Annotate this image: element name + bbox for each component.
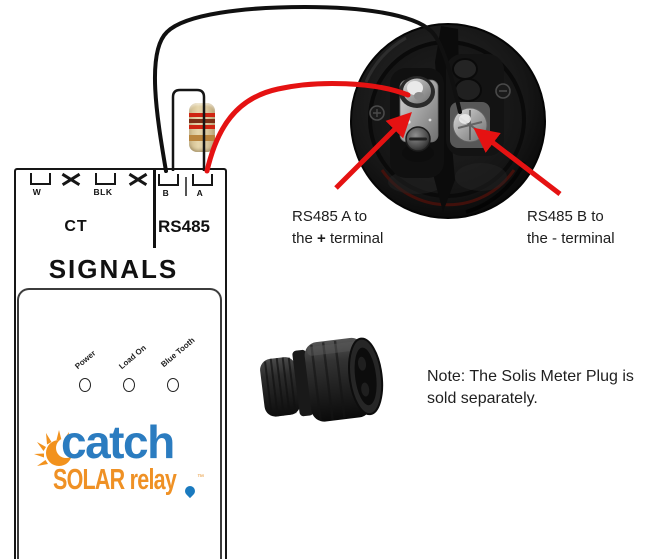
terminal-cross-icon (61, 172, 81, 186)
callout-rs485-a: RS485 A to the + terminal (292, 208, 384, 247)
load-on-led (123, 378, 135, 392)
section-label-rs485: RS485 (158, 217, 210, 236)
meter-plug-graphic (260, 337, 384, 422)
device-inner-panel: Power Load On Blue Tooth (17, 288, 222, 559)
logo-sub: SOLAR relay (53, 464, 177, 496)
logo-trademark: ™ (197, 474, 204, 481)
note-text: Note: The Solis Meter Plug is sold separ… (427, 368, 634, 407)
terminal-bracket-b-icon (158, 174, 179, 186)
water-drop-icon (182, 483, 198, 499)
terminal-bracket-a-icon (192, 174, 213, 186)
terminal-label-a: A (196, 188, 204, 198)
section-divider (153, 170, 156, 248)
bluetooth-led (167, 378, 179, 392)
solis-plug-photo (346, 22, 550, 222)
terminal-bracket-w-icon (30, 173, 51, 185)
signals-title: SIGNALS (48, 254, 179, 284)
catch-relay-device: W BLK B A CT RS485 SIGNALS Power Load On… (14, 168, 227, 559)
terminal-label-w: W (32, 187, 42, 197)
power-led (79, 378, 91, 392)
callout-b-line1: RS485 B to (527, 208, 604, 225)
led-label-load-on: Load On (117, 343, 148, 371)
terminal-cross-icon (128, 172, 148, 186)
sun-icon (33, 428, 79, 474)
led-label-bluetooth: Blue Tooth (159, 335, 197, 369)
led-label-power: Power (73, 348, 98, 371)
terminal-label-b: B (162, 188, 170, 198)
ba-divider (185, 177, 187, 196)
terminal-bracket-blk-icon (95, 173, 116, 185)
logo-brand: catch (61, 416, 175, 468)
termination-resistor (189, 103, 215, 152)
meter-plug-photo (258, 330, 398, 435)
callout-a-line1: RS485 A to (292, 208, 368, 225)
plus-symbol: + (317, 230, 326, 247)
minus-symbol: - (552, 230, 558, 247)
section-label-ct: CT (64, 218, 88, 235)
solis-plug-photo-graphic (350, 23, 546, 219)
terminal-label-blk: BLK (93, 187, 113, 197)
callout-rs485-b: RS485 B to the - terminal (527, 208, 615, 247)
